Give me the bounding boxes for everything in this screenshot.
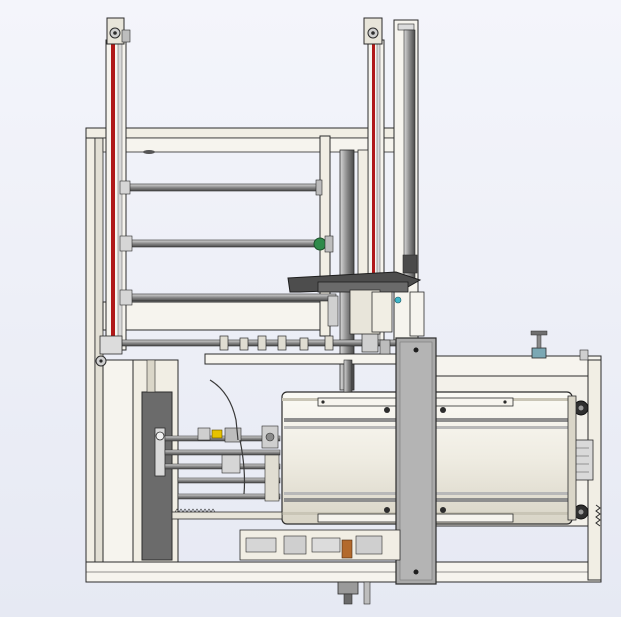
left-lower-cabinet [102,359,134,563]
vertical-carriage-plate [395,337,437,585]
green-coupling [313,237,327,251]
gripper-head [287,271,425,337]
clamp-row [204,329,401,365]
left-frame [85,127,602,583]
horizontal-rods [95,179,407,367]
valve-cluster [154,379,283,520]
rod-upper [125,183,321,192]
top-crossbeam [85,127,397,139]
rod-middle [125,239,317,248]
left-drive-belt [111,40,115,350]
cyan-fitting [394,296,402,304]
rod-lower [125,293,337,302]
rack-gear [171,511,283,520]
left-outer-post [85,127,96,581]
yellow-fitting [211,429,223,439]
upper-inner-frame [143,135,369,391]
guide-rail [403,29,416,281]
rod-bottom-long [105,339,407,347]
bottom-mechanism [239,359,401,605]
left-belt-tower [105,17,131,351]
middle-crossbeam [102,301,329,331]
brown-coupling [341,539,353,559]
